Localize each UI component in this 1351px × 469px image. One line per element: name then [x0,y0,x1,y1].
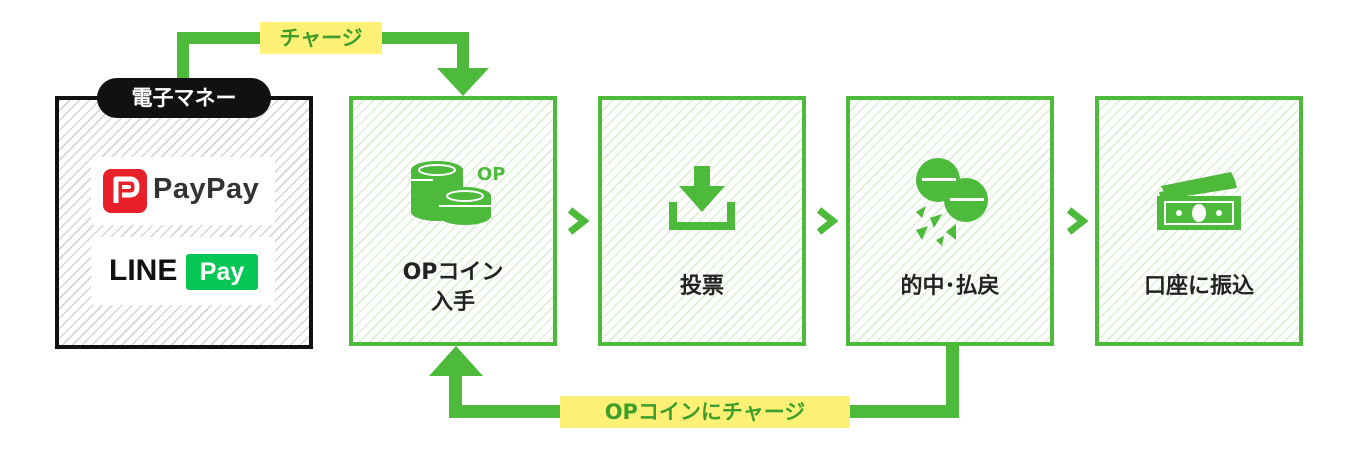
step-op-coin-box: OP OPコイン 入手 [349,96,557,346]
chevron-right-icon [567,207,589,235]
download-tray-icon [669,166,735,230]
step-vote-box: 投票 [598,96,806,346]
recharge-label: OPコインにチャージ [560,396,850,428]
paypay-label: PayPay [153,173,260,205]
paypay-logo-icon [103,169,147,213]
step-vote-label: 投票 [679,274,724,299]
charge-connector-vertical-left [177,32,189,84]
chevron-right-icon [1066,207,1088,235]
step-payout-label: 的中･払戻 [900,274,1000,299]
charge-label: チャージ [260,22,382,54]
step-transfer-label: 口座に振込 [1143,274,1254,299]
charge-connector-vertical-right [457,32,469,72]
linepay-card: LINE Pay [91,237,275,305]
charge-arrow-head [437,68,489,96]
chevron-right-icon [816,207,838,235]
op-badge: OP [477,164,506,185]
step-op-coin-label-line2: 入手 [430,290,475,315]
step-op-coin-label-line1: OPコイン [402,260,504,285]
recharge-connector-vertical-right [946,346,959,418]
recharge-arrow-head [429,346,483,376]
step-transfer-box: 口座に振込 [1095,96,1303,346]
linepay-pay-badge: Pay [186,254,258,290]
coin-stack-icon [411,161,491,225]
step-payout-box: 的中･払戻 [846,96,1054,346]
banknote-stack-icon [1157,172,1241,230]
paypay-card: PayPay [91,157,275,225]
linepay-line-text: LINE [109,254,178,287]
coins-burst-icon [916,158,988,246]
recharge-connector-vertical-left [449,372,462,418]
electronic-money-title: 電子マネー [97,78,271,118]
